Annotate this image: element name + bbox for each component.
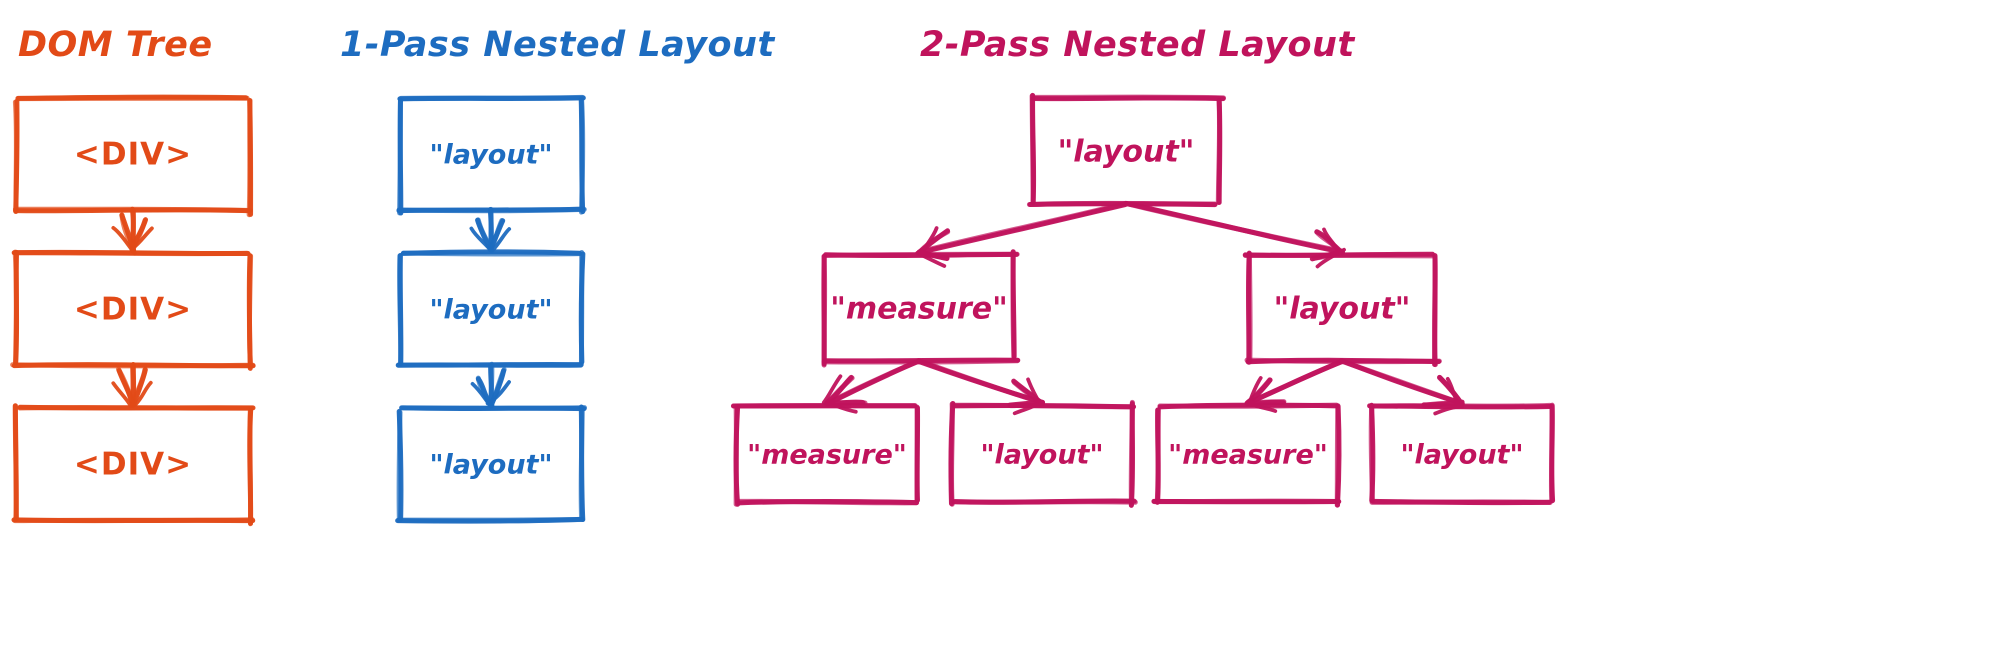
node-box-one-node-1[interactable]: "layout": [396, 94, 587, 216]
arrow-two-arrow-root-left: [915, 200, 1129, 268]
node-box-two-mid-left[interactable]: "measure": [821, 249, 1021, 368]
node-box-two-root[interactable]: "layout": [1026, 92, 1226, 208]
column-two-pass: 2-Pass Nested Layout "layout" "measure" "la…: [730, 25, 1556, 508]
arrow-two-arrow-midl-leaf2: [916, 358, 1046, 416]
node-box-dom-node-2[interactable]: <DIV>: [10, 249, 256, 371]
column-title-text: 1-Pass Nested Layout: [340, 25, 775, 65]
node-label-two-leaf-1: "measure": [747, 440, 907, 471]
node-label-dom-node-1: <DIV>: [74, 137, 192, 173]
node-box-one-node-2[interactable]: "layout": [395, 249, 586, 369]
node-label-one-node-2: "layout": [429, 295, 552, 326]
node-box-two-mid-right[interactable]: "layout": [1242, 250, 1442, 368]
node-label-two-leaf-3: "measure": [1168, 440, 1328, 471]
node-box-two-leaf-3[interactable]: "measure": [1151, 402, 1342, 508]
column-dom-tree: DOM Tree <DIV> <DIV> <DIV>: [10, 25, 256, 527]
node-box-dom-node-3[interactable]: <DIV>: [11, 403, 256, 527]
node-box-one-node-3[interactable]: "layout": [395, 404, 588, 524]
column-title-text: 2-Pass Nested Layout: [920, 25, 1355, 65]
column-title-text: DOM Tree: [18, 25, 213, 65]
column-one-pass: 1-Pass Nested Layout "layout" "layout" "lay…: [340, 25, 775, 524]
node-label-two-mid-left: "measure": [830, 292, 1007, 327]
node-label-one-node-1: "layout": [429, 140, 552, 171]
column-title-dom-tree: DOM Tree: [18, 25, 213, 65]
arrow-two-arrow-midr-leaf3: [1244, 358, 1346, 413]
column-title-two-pass: 2-Pass Nested Layout: [920, 25, 1355, 65]
arrow-dom-arrow-1: [111, 206, 154, 256]
node-box-two-leaf-1[interactable]: "measure": [730, 402, 921, 507]
node-label-dom-node-3: <DIV>: [74, 447, 192, 483]
arrow-two-arrow-midr-leaf4: [1338, 358, 1465, 416]
node-label-two-leaf-4: "layout": [1400, 440, 1523, 471]
node-box-two-leaf-4[interactable]: "layout": [1367, 402, 1556, 506]
node-label-one-node-3: "layout": [429, 450, 552, 481]
arrow-dom-arrow-2: [111, 361, 153, 408]
arrow-one-arrow-1: [469, 206, 512, 253]
node-box-two-leaf-2[interactable]: "layout": [948, 399, 1138, 508]
arrow-two-arrow-midl-leaf1: [821, 358, 922, 414]
column-title-one-pass: 1-Pass Nested Layout: [340, 25, 775, 65]
node-label-two-leaf-2: "layout": [980, 440, 1103, 471]
node-label-two-root: "layout": [1058, 135, 1195, 170]
arrow-two-arrow-root-right: [1123, 200, 1346, 269]
arrow-one-arrow-2: [470, 361, 511, 409]
node-label-dom-node-2: <DIV>: [74, 292, 192, 328]
node-box-dom-node-1[interactable]: <DIV>: [12, 94, 254, 218]
node-label-two-mid-right: "layout": [1274, 292, 1411, 327]
